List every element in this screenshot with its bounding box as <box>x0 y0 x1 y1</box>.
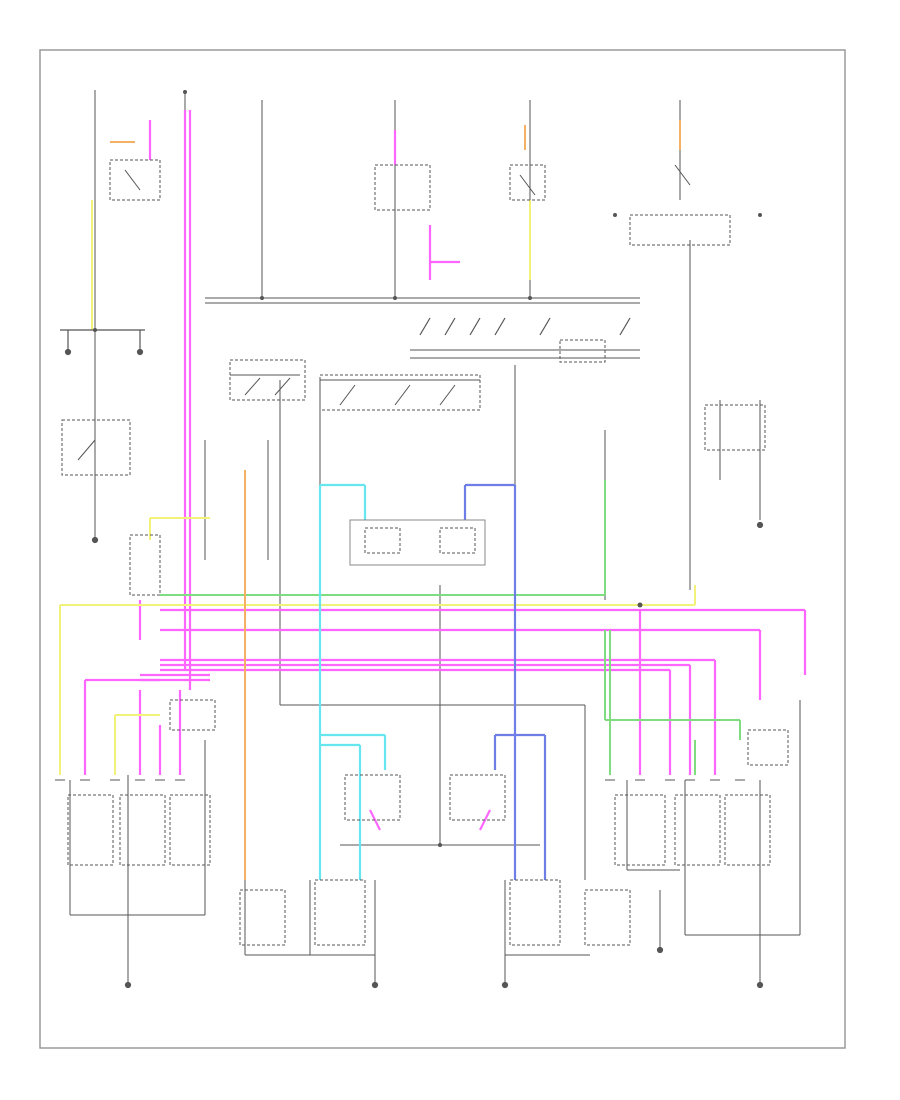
orange-wires <box>110 120 681 880</box>
components <box>61 159 789 946</box>
yellow-wires <box>59 200 696 775</box>
dark-wires <box>69 90 801 985</box>
diagram-border <box>39 49 846 1049</box>
junction-dots <box>93 90 762 847</box>
pink-wires <box>83 110 807 831</box>
blue-wires <box>463 483 547 880</box>
cyan-wires <box>318 483 387 880</box>
green-wires <box>160 480 741 775</box>
ground-symbols <box>60 329 764 989</box>
